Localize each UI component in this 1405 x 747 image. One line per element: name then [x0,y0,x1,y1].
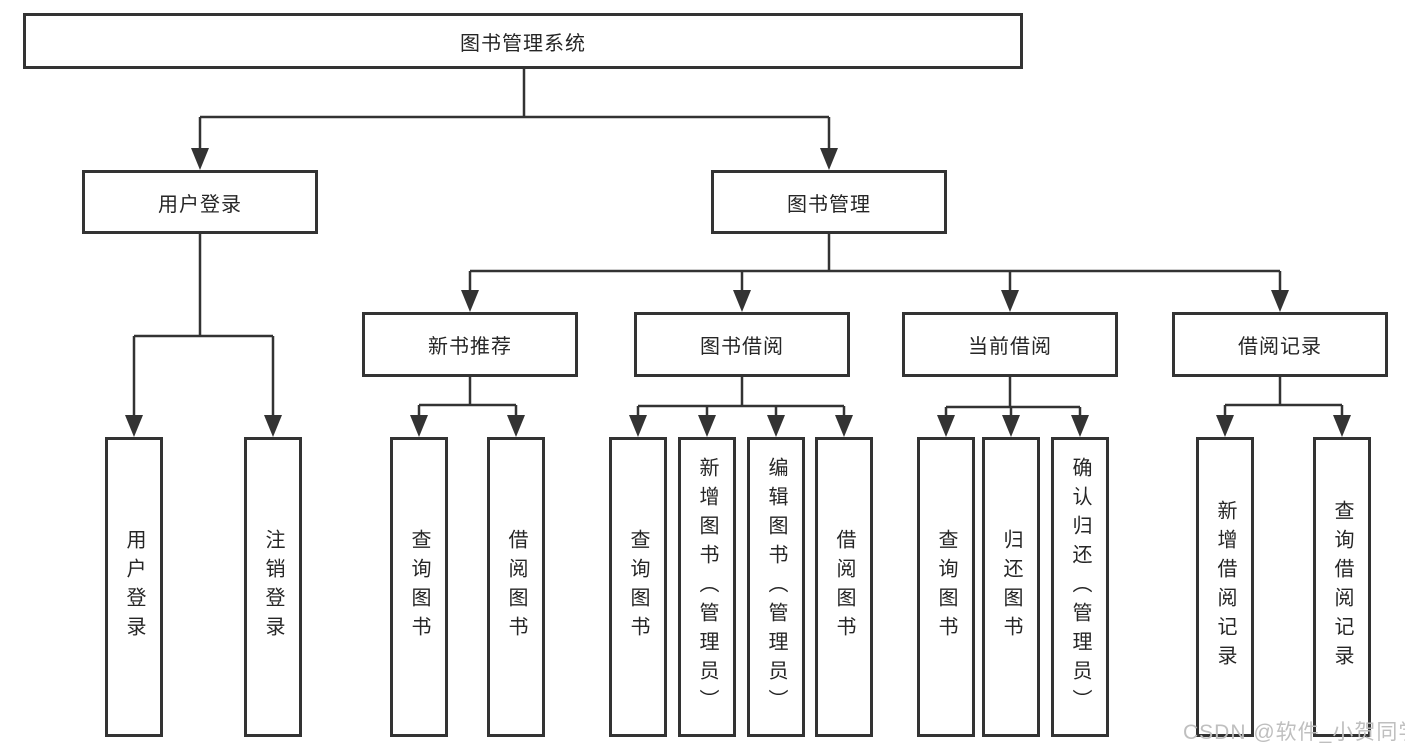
arrowhead-icon [410,415,428,437]
leaf-label: 查询图书 [935,529,957,645]
connector-user-login-branch [132,234,275,418]
leaf-add-borrow-record: 新增借阅记录 [1196,437,1254,737]
leaf-query-borrow-record: 查询借阅记录 [1313,437,1371,737]
leaf-label: 新增借阅记录 [1214,500,1236,674]
leaf-label: 编辑图书（管理员） [765,456,787,718]
arrowhead-icon [733,290,751,312]
arrowhead-icon [629,415,647,437]
arrowhead-icon [1271,290,1289,312]
arrowhead-icon [125,415,143,437]
leaf-label: 用户登录 [123,529,145,645]
arrowhead-icon [1216,415,1234,437]
arrowhead-icon [698,415,716,437]
leaf-label: 归还图书 [1000,529,1022,645]
leaf-label: 确认归还（管理员） [1069,456,1091,718]
connector-book-management-branch [468,234,1282,293]
connector-current-borrow-branch [944,377,1082,418]
arrowhead-icon [507,415,525,437]
arrowhead-icon [1002,415,1020,437]
leaf-borrow-books: 借阅图书 [487,437,545,737]
csdn-watermark: CSDN @软件_小贺同学 [1183,721,1405,744]
arrowhead-icon [1001,290,1019,312]
leaf-label: 借阅图书 [833,529,855,645]
arrowhead-icon [937,415,955,437]
leaf-query-books: 查询图书 [609,437,667,737]
node-book-borrow: 图书借阅 [634,312,850,377]
connector-book-borrow-branch [636,377,846,418]
leaf-query-books: 查询图书 [390,437,448,737]
arrowhead-icon [461,290,479,312]
leaf-label: 新增图书（管理员） [696,456,718,718]
leaf-edit-book-admin: 编辑图书（管理员） [747,437,805,737]
leaf-return-book: 归还图书 [982,437,1040,737]
leaf-user-login: 用户登录 [105,437,163,737]
connector-new-book-branch [417,377,518,418]
node-current-borrow: 当前借阅 [902,312,1118,377]
node-new-book-recommend: 新书推荐 [362,312,578,377]
leaf-label: 借阅图书 [505,529,527,645]
connector-borrow-records-branch [1223,377,1344,418]
leaf-label: 查询图书 [408,529,430,645]
leaf-label: 注销登录 [262,529,284,645]
arrowhead-icon [191,148,209,170]
arrowhead-icon [835,415,853,437]
leaf-confirm-return-admin: 确认归还（管理员） [1051,437,1109,737]
leaf-logout: 注销登录 [244,437,302,737]
node-user-login: 用户登录 [82,170,318,234]
leaf-label: 查询图书 [627,529,649,645]
node-book-management: 图书管理 [711,170,947,234]
node-root: 图书管理系统 [23,13,1023,69]
leaf-label: 查询借阅记录 [1331,500,1353,674]
node-borrow-records: 借阅记录 [1172,312,1388,377]
arrowhead-icon [1333,415,1351,437]
arrowhead-icon [767,415,785,437]
connector-root-to-level2 [198,69,831,151]
leaf-query-books: 查询图书 [917,437,975,737]
arrowhead-icon [1071,415,1089,437]
leaf-borrow-books: 借阅图书 [815,437,873,737]
arrowhead-icon [820,148,838,170]
leaf-add-book-admin: 新增图书（管理员） [678,437,736,737]
arrowhead-icon [264,415,282,437]
